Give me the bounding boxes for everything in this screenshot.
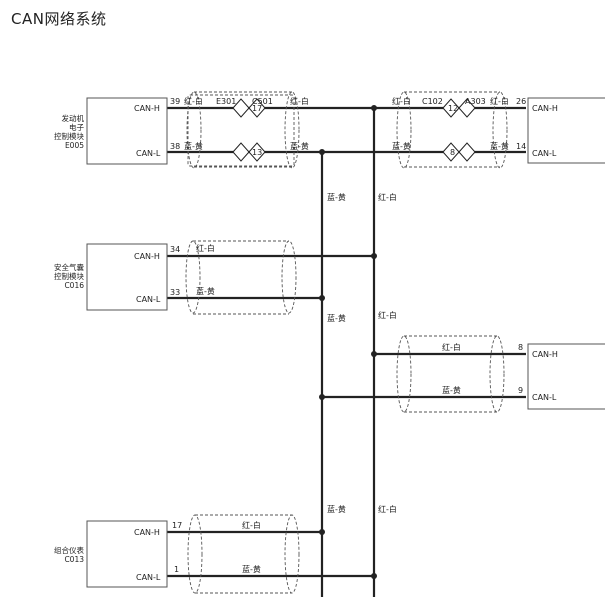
svg-text:CAN-L: CAN-L: [136, 573, 161, 582]
svg-text:控制模块: 控制模块: [54, 271, 84, 281]
svg-text:安全气囊: 安全气囊: [54, 262, 84, 272]
svg-text:控制模块: 控制模块: [54, 131, 84, 141]
svg-text:38: 38: [170, 142, 180, 151]
svg-text:CAN-L: CAN-L: [532, 393, 557, 402]
junction-dot: [319, 295, 325, 301]
junction-dot: [319, 529, 325, 535]
shield-airbag: [185, 240, 297, 315]
wire-color-label: 红-白: [392, 96, 411, 106]
wire-color-label: 红-白: [184, 96, 203, 106]
wire-color-label: 红-白: [196, 243, 215, 253]
connector-label-c102: C102: [422, 97, 443, 106]
wire-color-label: 蓝-黄: [327, 192, 346, 202]
connector-label-e301: E301: [216, 97, 236, 106]
shield-mid-right: [396, 335, 505, 413]
shield-top-right: [396, 91, 508, 169]
svg-text:电子: 电子: [69, 122, 84, 132]
wire-color-label: 蓝-黄: [290, 141, 309, 151]
shield-cluster: [187, 514, 300, 594]
svg-text:26: 26: [516, 97, 526, 106]
wire-color-label: 蓝-黄: [242, 564, 261, 574]
wire-color-label: 红-白: [290, 96, 309, 106]
svg-text:34: 34: [170, 245, 180, 254]
junction-dot: [371, 253, 377, 259]
wire-color-label: 蓝-黄: [196, 286, 215, 296]
svg-text:发动机: 发动机: [62, 113, 85, 123]
connector-e301-c501-l: 13: [232, 142, 266, 162]
svg-text:9: 9: [518, 386, 523, 395]
svg-text:17: 17: [252, 104, 262, 113]
wire-color-label: 蓝-黄: [442, 385, 461, 395]
svg-text:13: 13: [252, 148, 262, 157]
shield-top-left: [186, 91, 300, 169]
wire-color-label: 红-白: [378, 192, 397, 202]
svg-text:CAN-L: CAN-L: [532, 149, 557, 158]
module-right-mid: CAN-H CAN-L 8 9: [518, 343, 605, 410]
connector-c102-a303-h: 12: [442, 98, 476, 118]
page-title: CAN网络系统: [11, 10, 107, 28]
wire-color-label: 蓝-黄: [392, 141, 411, 151]
wire-color-label: 红-白: [242, 520, 261, 530]
connector-c102-a303-l: 8: [442, 142, 476, 162]
module-engine-ecu: CAN-H CAN-L 39 38 发动机 电子 控制模块 E005: [54, 97, 180, 165]
svg-text:8: 8: [518, 343, 523, 352]
svg-text:12: 12: [448, 104, 458, 113]
svg-text:8: 8: [450, 148, 455, 157]
wire-color-label: 红-白: [490, 96, 509, 106]
svg-text:CAN-H: CAN-H: [134, 104, 160, 113]
svg-text:E005: E005: [65, 141, 84, 150]
wire-color-label: 蓝-黄: [327, 313, 346, 323]
wire-color-label: 蓝-黄: [327, 504, 346, 514]
connector-label-c501: C501: [252, 97, 273, 106]
svg-text:39: 39: [170, 97, 180, 106]
svg-text:17: 17: [172, 521, 182, 530]
svg-text:CAN-H: CAN-H: [532, 350, 558, 359]
wire-color-label: 红-白: [378, 504, 397, 514]
svg-text:CAN-H: CAN-H: [134, 528, 160, 537]
connector-label-a303: A303: [465, 97, 486, 106]
wire-color-label: 红-白: [378, 310, 397, 320]
junction-dot: [319, 149, 325, 155]
svg-text:C016: C016: [64, 281, 84, 290]
svg-text:14: 14: [516, 142, 526, 151]
module-right-top: CAN-H CAN-L 26 14: [516, 97, 605, 164]
junction-dot: [371, 351, 377, 357]
wire-color-label: 蓝-黄: [184, 141, 203, 151]
svg-text:组合仪表: 组合仪表: [54, 545, 84, 555]
junction-dot: [371, 573, 377, 579]
svg-text:CAN-H: CAN-H: [134, 252, 160, 261]
svg-text:CAN-L: CAN-L: [136, 295, 161, 304]
junction-dot: [371, 105, 377, 111]
wire-color-label: 红-白: [442, 342, 461, 352]
svg-text:1: 1: [174, 565, 179, 574]
module-airbag: CAN-H CAN-L 34 33 安全气囊 控制模块 C016: [54, 243, 180, 311]
connector-e301-c501-h: 17: [232, 98, 266, 118]
svg-text:CAN-L: CAN-L: [136, 149, 161, 158]
svg-text:33: 33: [170, 288, 180, 297]
junction-dot: [319, 394, 325, 400]
module-instrument-cluster: CAN-H CAN-L 17 1 组合仪表 C013: [54, 520, 182, 588]
svg-text:C013: C013: [64, 555, 84, 564]
svg-text:CAN-H: CAN-H: [532, 104, 558, 113]
wire-color-label: 蓝-黄: [490, 141, 509, 151]
